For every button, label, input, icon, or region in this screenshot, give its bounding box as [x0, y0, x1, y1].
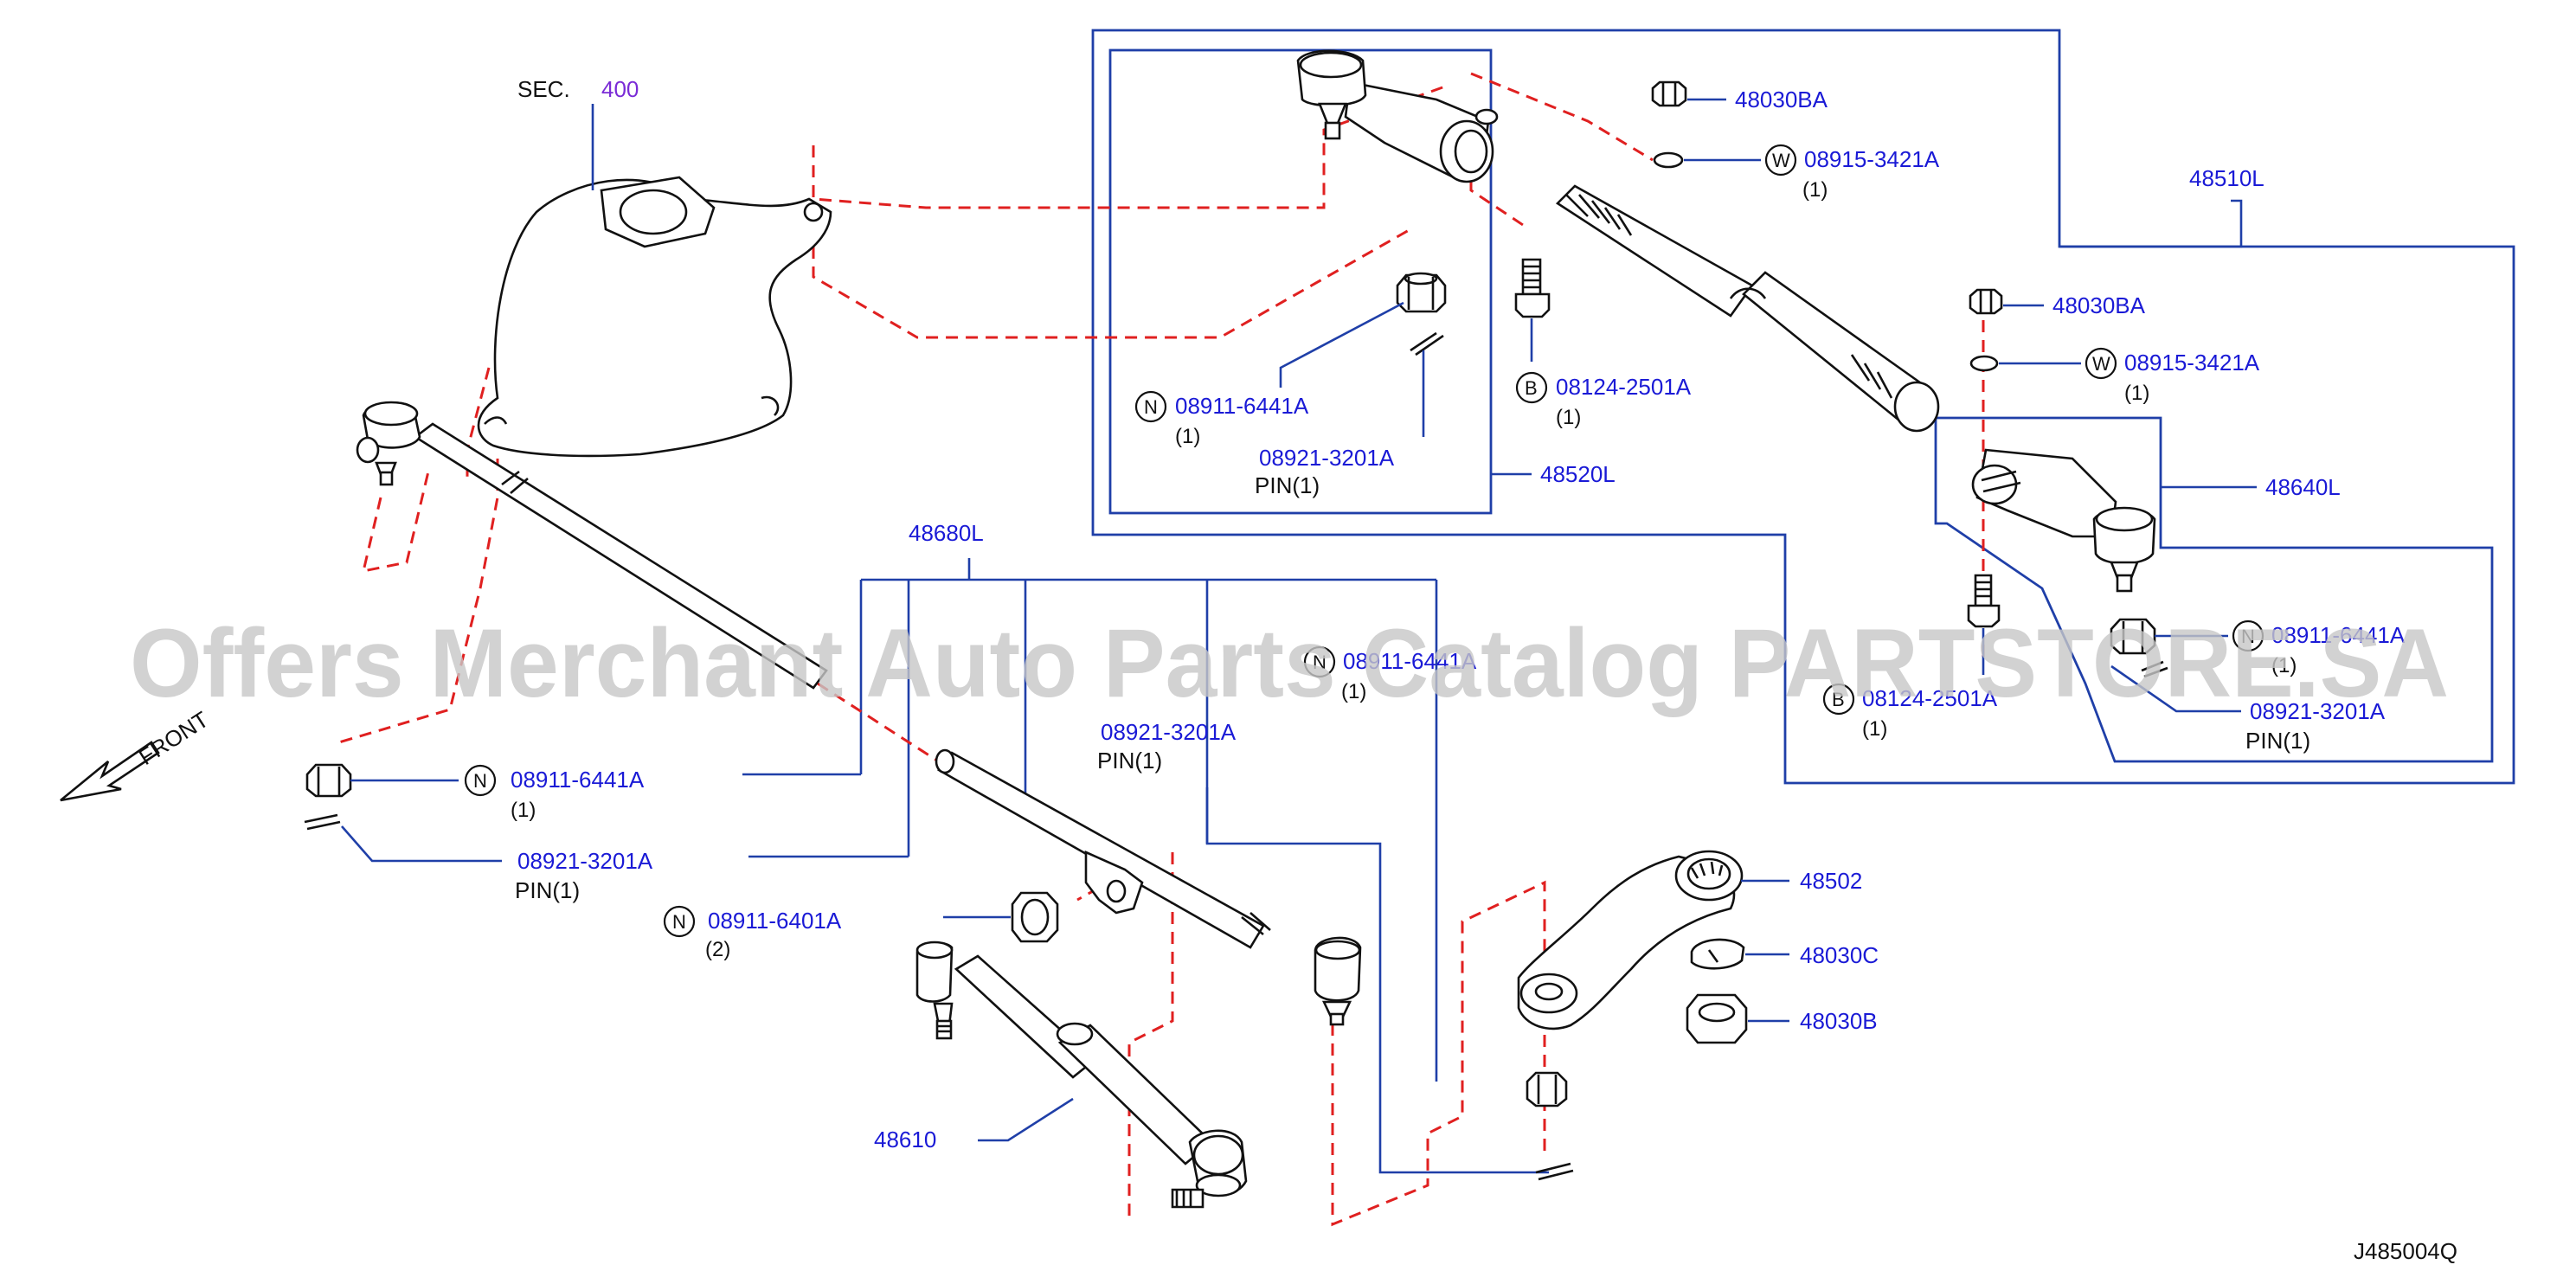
pin-right-number: 08921-3201A	[2250, 698, 2386, 724]
callout-b-top: B 08124-2501A (1)	[1515, 371, 1692, 429]
svg-text:(1): (1)	[2271, 654, 2297, 677]
group-48640L-box	[1934, 416, 2494, 763]
label-48030C: 48030C	[1800, 942, 1879, 968]
svg-text:(1): (1)	[1802, 178, 1828, 202]
svg-text:08911-6441A: 08911-6441A	[1343, 648, 1477, 674]
leader-pin-mid	[1205, 787, 1549, 1174]
label-48030BA-top: 48030BA	[1735, 87, 1828, 112]
nut-right	[2110, 618, 2156, 655]
pin-top	[1410, 331, 1444, 356]
washer-right	[1969, 355, 1999, 372]
sec-number: 400	[601, 76, 639, 102]
callout-n-mid: N 08911-6441A (1)	[1303, 645, 1477, 703]
svg-text:N: N	[1144, 396, 1158, 418]
callout-n-top: N 08911-6441A (1)	[1134, 390, 1309, 448]
label-48510L: 48510L	[2189, 165, 2264, 191]
sec-label: SEC.	[517, 76, 570, 102]
svg-text:08911-6401A: 08911-6401A	[708, 908, 842, 934]
nut-top	[1396, 272, 1447, 313]
callout-n-right: N 08911-6441A (1)	[2232, 620, 2406, 677]
nut-mid	[1526, 1071, 1568, 1107]
adjusting-sleeve-48510L	[1555, 184, 1940, 433]
callout-n-left: N 08911-6441A (1)	[464, 764, 645, 822]
tie-rod-left	[356, 401, 828, 690]
svg-text:(1): (1)	[1862, 717, 1887, 741]
svg-text:08911-6441A: 08911-6441A	[511, 767, 645, 793]
label-48680L: 48680L	[909, 520, 984, 546]
callout-w-top: W 08915-3421A (1)	[1764, 144, 1940, 202]
bolt-right	[1967, 574, 2001, 628]
nut-left	[305, 763, 352, 798]
pin-right	[2141, 660, 2168, 678]
label-48640L: 48640L	[2265, 474, 2341, 500]
label-48610: 48610	[874, 1127, 936, 1152]
svg-text:08911-6441A: 08911-6441A	[1175, 393, 1309, 419]
svg-text:N: N	[1313, 652, 1327, 673]
label-48030B: 48030B	[1800, 1008, 1878, 1034]
pitman-arm-48502	[1517, 850, 1744, 1030]
pin-mid-desc: PIN(1)	[1097, 748, 1162, 774]
pin-mid	[1535, 1162, 1574, 1181]
label-48502: 48502	[1800, 868, 1862, 894]
tie-rod-end-48640L	[1971, 448, 2156, 593]
leader-pin-left	[341, 825, 502, 863]
label-48030BA-right: 48030BA	[2052, 292, 2146, 318]
center-link-48680L	[935, 748, 1362, 1026]
pin-left-desc: PIN(1)	[515, 877, 580, 903]
svg-text:N: N	[2241, 626, 2255, 647]
washer-top	[1653, 151, 1684, 169]
callout-b-right: B 08124-2501A (1)	[1822, 683, 1998, 741]
svg-text:(1): (1)	[1341, 680, 1366, 703]
tie-rod-end-48520L	[1296, 49, 1499, 183]
svg-text:08915-3421A: 08915-3421A	[1804, 146, 1940, 172]
svg-text:08124-2501A: 08124-2501A	[1556, 374, 1692, 400]
svg-text:N: N	[672, 911, 686, 933]
diagram-code: J485004Q	[2354, 1238, 2457, 1264]
leader-pin-right	[2110, 664, 2241, 713]
svg-text:(1): (1)	[1556, 406, 1581, 429]
label-48520L: 48520L	[1540, 461, 1616, 487]
group-48510L-box	[1091, 29, 2515, 785]
group-48520L-box	[1108, 48, 1493, 515]
pin-right-desc: PIN(1)	[2245, 728, 2310, 754]
svg-text:(2): (2)	[705, 938, 730, 961]
svg-text:08124-2501A: 08124-2501A	[1862, 685, 1998, 711]
svg-text:W: W	[2092, 353, 2110, 375]
svg-text:(1): (1)	[2124, 382, 2149, 405]
svg-text:(1): (1)	[1175, 425, 1200, 448]
pin-left-number: 08921-3201A	[517, 848, 653, 874]
group-48680L-bracket	[742, 558, 1438, 1082]
leader-48510L	[2059, 199, 2243, 248]
callout-w-right: W 08915-3421A (1)	[2085, 347, 2260, 405]
front-arrow: FRONT	[60, 706, 213, 802]
steering-damper-48610	[915, 941, 1248, 1209]
leader-n-top	[1279, 301, 1404, 388]
nut-6401	[1011, 891, 1059, 943]
nut-48030BA-right	[1969, 288, 2003, 315]
nut-48030B	[1686, 993, 1748, 1044]
svg-text:N: N	[473, 770, 487, 792]
bolt-top	[1514, 258, 1551, 318]
svg-text:08915-3421A: 08915-3421A	[2124, 350, 2260, 376]
svg-text:B: B	[1525, 377, 1538, 399]
steering-gear-housing	[477, 176, 832, 458]
watermark: Offers Merchant Auto Parts Catalog PARTS…	[130, 609, 2449, 717]
pin-mid-number: 08921-3201A	[1101, 719, 1237, 745]
pin-left	[304, 813, 341, 831]
lockwasher-48030C	[1690, 938, 1745, 970]
pin-top-desc: PIN(1)	[1255, 472, 1320, 498]
nut-48030BA-top	[1651, 80, 1687, 107]
svg-text:08911-6441A: 08911-6441A	[2271, 622, 2406, 648]
leader-48610	[978, 1097, 1074, 1142]
svg-text:W: W	[1772, 150, 1790, 171]
svg-text:B: B	[1832, 689, 1845, 710]
svg-text:(1): (1)	[511, 799, 536, 822]
pin-top-number: 08921-3201A	[1259, 445, 1395, 471]
callout-n-6401: N 08911-6401A (2)	[663, 905, 842, 961]
